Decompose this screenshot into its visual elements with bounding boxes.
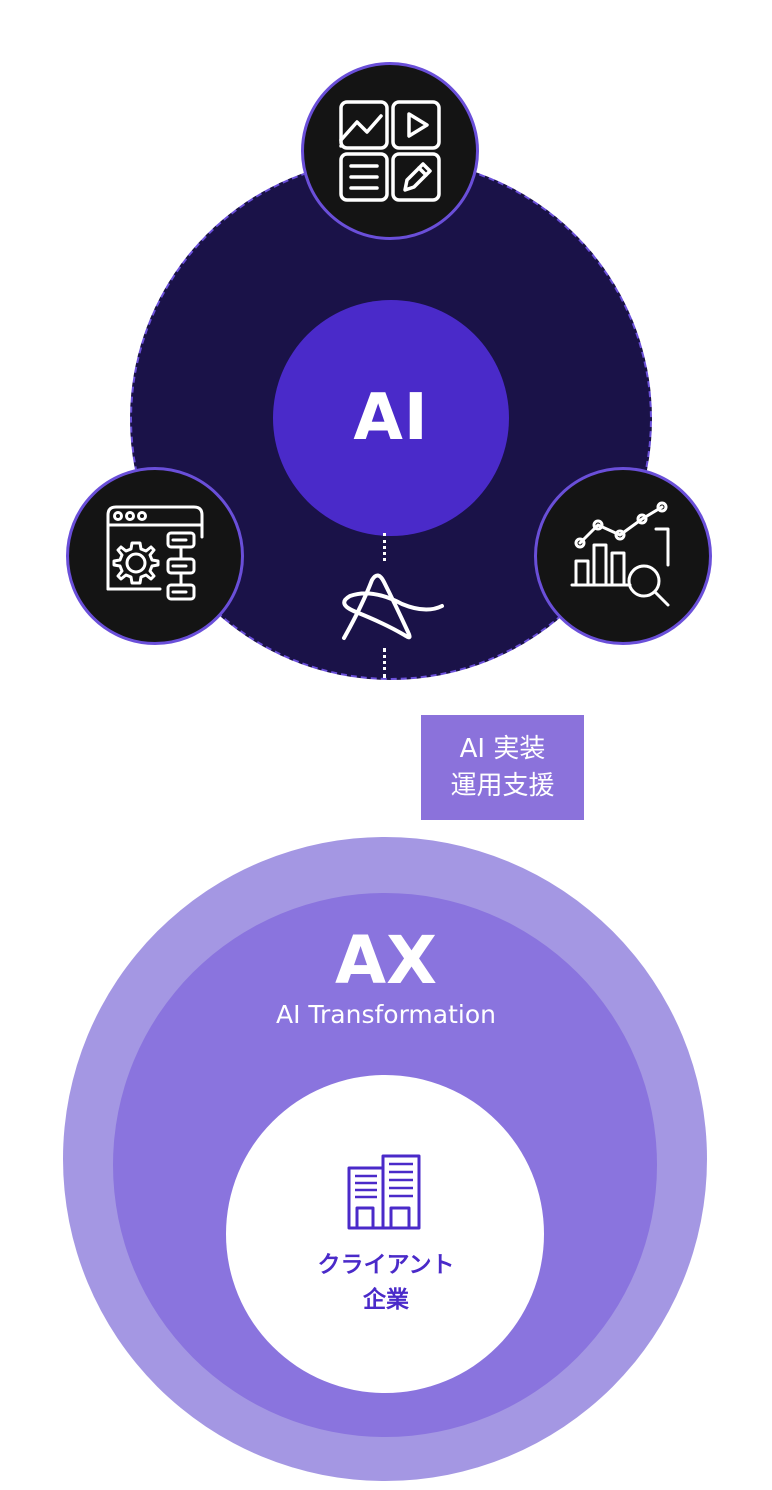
ai-core-circle: AI bbox=[273, 300, 509, 536]
brand-logo bbox=[332, 566, 446, 650]
workflow-node bbox=[66, 467, 244, 645]
brand-logo-icon bbox=[342, 573, 444, 640]
support-label-line2: 運用支援 bbox=[450, 770, 555, 801]
analytics-search-icon bbox=[570, 501, 670, 607]
support-label-box: AI 実装 運用支援 bbox=[421, 715, 584, 820]
analytics-node bbox=[534, 467, 712, 645]
connector-dots-top bbox=[383, 533, 390, 561]
workflow-settings-icon bbox=[106, 505, 204, 601]
ai-core-label: AI bbox=[353, 381, 429, 455]
client-label-line1: クライアント bbox=[317, 1252, 455, 1278]
media-content-grid-icon bbox=[339, 100, 441, 202]
client-label-line2: 企業 bbox=[363, 1287, 409, 1313]
support-label-line1: AI 実装 bbox=[459, 733, 546, 764]
building-icon-wrap bbox=[345, 1152, 425, 1236]
media-content-node bbox=[301, 62, 479, 240]
ax-title: AX bbox=[335, 922, 437, 999]
client-label: クライアント 企業 bbox=[286, 1248, 486, 1318]
client-circle bbox=[226, 1075, 544, 1393]
ax-subtitle: AI Transformation bbox=[276, 1000, 496, 1029]
building-icon bbox=[347, 1154, 421, 1230]
connector-dots-bottom bbox=[383, 648, 390, 678]
